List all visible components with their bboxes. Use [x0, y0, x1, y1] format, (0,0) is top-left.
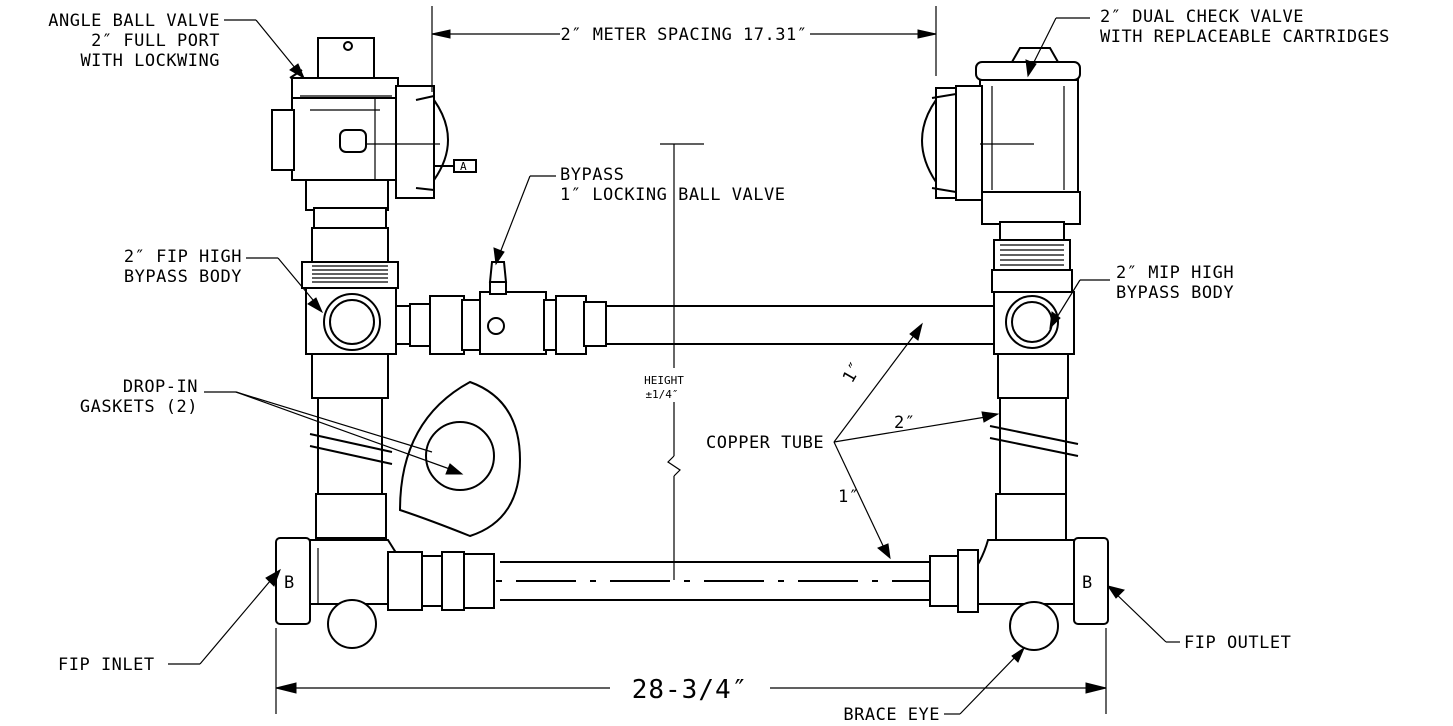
meter-spacing-label: 2″ METER SPACING 17.31″: [561, 25, 808, 45]
dual-check-label-1: 2″ DUAL CHECK VALVE: [1100, 7, 1304, 27]
brace-eye-label: BRACE EYE: [843, 705, 940, 725]
tube-1in-upper-label: 1″: [839, 358, 867, 387]
fip-body-label-1: 2″ FIP HIGH: [124, 247, 242, 267]
datum-tag: A: [460, 160, 467, 173]
bypass-line: [396, 261, 994, 355]
dual-check-valve: [921, 47, 1081, 243]
mip-body-label-1: 2″ MIP HIGH: [1116, 263, 1234, 283]
height-label-2: ±1/4″: [645, 388, 678, 401]
bypass-label-1: BYPASS: [560, 165, 624, 185]
fip-inlet-label: FIP INLET: [58, 655, 155, 675]
angle-valve-label-1: ANGLE BALL VALVE: [48, 11, 220, 31]
fip-threads: [301, 261, 399, 289]
callouts: ANGLE BALL VALVE 2″ FULL PORT WITH LOCKW…: [48, 7, 1390, 725]
overall-width-label: 28-3/4″: [632, 675, 749, 705]
height-label-1: HEIGHT: [644, 374, 684, 387]
union-mark-right: B: [1082, 573, 1093, 593]
drop-in-gasket: [398, 380, 522, 538]
left-riser: A B: [271, 37, 477, 649]
leaders: [168, 17, 1180, 715]
tube-2in-label: 2″: [894, 413, 915, 433]
lower-line: [387, 549, 979, 613]
dimensions: [275, 6, 1107, 714]
mip-body-label-2: BYPASS BODY: [1116, 283, 1234, 303]
tube-1in-label: 1″: [838, 487, 859, 507]
gaskets-label-1: DROP-IN: [123, 377, 198, 397]
fip-outlet-label: FIP OUTLET: [1184, 633, 1291, 653]
copper-tube-label: COPPER TUBE: [706, 433, 824, 453]
right-riser: B: [921, 47, 1109, 651]
bypass-label-2: 1″ LOCKING BALL VALVE: [560, 185, 785, 205]
angle-valve-label-3: WITH LOCKWING: [80, 51, 220, 71]
angle-valve-label-2: 2″ FULL PORT: [91, 31, 220, 51]
gaskets-label-2: GASKETS (2): [80, 397, 198, 417]
mip-threads: [993, 239, 1071, 271]
fip-body-label-2: BYPASS BODY: [124, 267, 242, 287]
angle-ball-valve: A: [271, 37, 477, 229]
union-mark-left: B: [284, 573, 295, 593]
dual-check-label-2: WITH REPLACEABLE CARTRIDGES: [1100, 27, 1390, 47]
